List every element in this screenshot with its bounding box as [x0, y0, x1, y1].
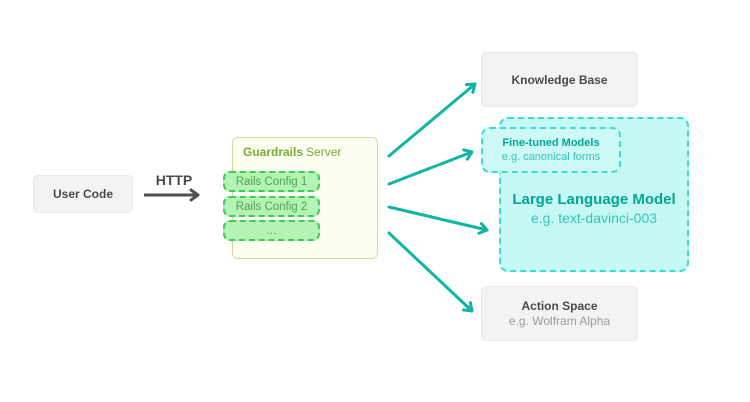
action-space-box: Action Space e.g. Wolfram Alpha — [481, 286, 638, 341]
fine-tuned-models-box: Fine-tuned Models e.g. canonical forms — [481, 127, 621, 173]
rails-config-2-box: Rails Config 2 — [223, 196, 320, 217]
arrow-to-llm — [387, 205, 489, 235]
rails-config-1-box: Rails Config 1 — [223, 171, 320, 192]
guardrails-server-title-rest: Server — [306, 145, 342, 159]
http-label: HTTP — [155, 172, 193, 188]
knowledge-base-label: Knowledge Base — [511, 72, 608, 87]
arrow-to-action-space — [387, 231, 474, 313]
llm-title: Large Language Model — [512, 191, 676, 208]
action-space-subtitle: e.g. Wolfram Alpha — [508, 313, 611, 328]
guardrails-server-title-bold: Guardrails — [243, 145, 304, 159]
knowledge-base-box: Knowledge Base — [481, 52, 638, 107]
user-code-label: User Code — [52, 187, 114, 201]
arrow-to-fine-tuned-models — [387, 148, 474, 186]
rails-config-more-box: ... — [223, 220, 320, 241]
llm-subtitle: e.g. text-davinci-003 — [530, 210, 658, 226]
fine-tuned-title: Fine-tuned Models — [502, 137, 600, 149]
arrow-to-knowledge-base — [387, 82, 477, 158]
action-space-title: Action Space — [521, 298, 598, 313]
fine-tuned-subtitle: e.g. canonical forms — [501, 151, 601, 163]
user-code-box: User Code — [33, 175, 133, 213]
